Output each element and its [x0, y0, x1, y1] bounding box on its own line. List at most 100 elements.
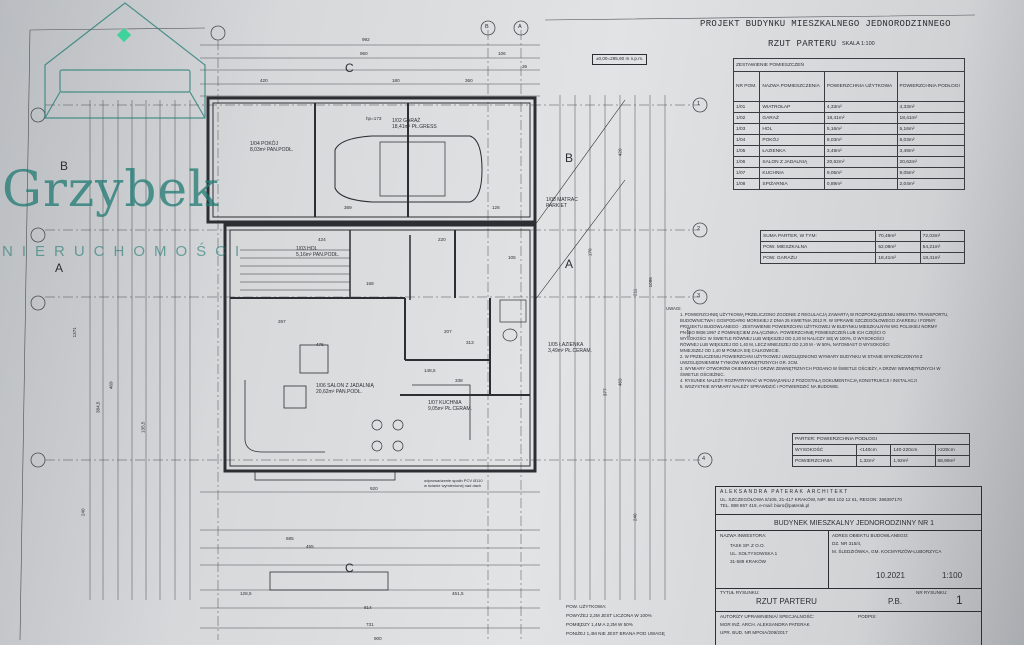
dim-right-170: 170 — [587, 248, 593, 257]
rooms-table-cell: 1/01 — [732, 101, 761, 113]
rooms-table-cell: 5,16m² — [896, 123, 966, 135]
rooms-table-cell: 8,03m² — [896, 134, 966, 146]
dim-top-420: 420 — [260, 78, 268, 83]
address-label: ADRES OBIEKTU BUDOWLANEGO: — [832, 533, 909, 538]
rooms-table-cell: SALON Z JADALNIĄ — [759, 156, 825, 168]
height-table-cell: 1,92m² — [890, 455, 936, 467]
section-marker-c-bottom: C — [345, 561, 354, 575]
dim-bottom-900: 900 — [374, 636, 382, 641]
office-address: UL. SZCZEGÓŁOWA 5/105, 31-417 KRAKÓW, NI… — [720, 497, 902, 502]
axis-label-row-1: 1 — [697, 101, 701, 107]
stair-note: hp=173 — [366, 116, 382, 121]
room-label-garaz: 1/02 GARAŻ 18,41m² PŁ.GRESS — [392, 118, 437, 130]
note-line: ŚWIETLE OŚCIEŻNIC. — [680, 372, 725, 377]
rooms-table-cell: 18,41m² — [896, 112, 966, 124]
rooms-table-cell: 1/08 — [732, 178, 761, 190]
dim-inner-148-5: 148,5 — [424, 368, 436, 373]
dim-left-240: 240 — [80, 508, 86, 517]
dim-top-180: 180 — [392, 78, 400, 83]
room-label-hol: 1/03 HOL 5,16m² PAN.PODŁ. — [296, 246, 340, 258]
dim-inner-267: 267 — [278, 319, 286, 324]
drawing-scale: 1:100 — [942, 571, 963, 580]
area-note-title: POW. UŻYTKOWA: — [566, 604, 607, 609]
sheet-label: NR RYSUNKU: — [916, 590, 948, 595]
axis-label-row-2: 2 — [697, 226, 701, 232]
dim-top-360: 360 — [465, 78, 473, 83]
dim-right-1096: 1096 — [647, 277, 653, 288]
note-line: 1. POWIERZCHNIĘ UŻYTKOWĄ PRZELICZONO ZGO… — [680, 312, 949, 317]
drawing-branch: P.B. — [888, 597, 903, 606]
rooms-table-cell: POKÓJ — [759, 134, 825, 146]
author-label: AUTOR/ZY UPRAWNIENIA/ SPECJALNOŚĆ: — [720, 614, 815, 619]
axis-label-col-b: B — [485, 24, 489, 30]
rooms-table-cell: 5,16m² — [823, 123, 898, 135]
building-title: BUDYNEK MIESZKALNY JEDNORODZINNY NR 1 — [774, 520, 934, 527]
height-table-cell: 68,99m² — [934, 455, 970, 467]
rooms-table-cell: SPIŻARNIA — [759, 178, 825, 190]
rooms-table-cell: 9,05m² — [896, 167, 966, 179]
sheet-number: 1 — [956, 593, 963, 607]
office-contact: TEL. 888 867 418, e-mail: biuro@paterak.… — [720, 503, 810, 508]
height-table-cell: >220cm — [934, 444, 970, 456]
room-label-pokoj: 1/04 POKÓJ 8,03m² PAN.PODŁ. — [250, 141, 294, 153]
dim-inner-369: 369 — [344, 205, 352, 210]
dim-left-469: 469 — [108, 381, 114, 390]
note-line: 2. W PRZELICZENIU POWIERZCHNI UŻYTKOWEJ … — [680, 354, 923, 359]
dim-inner-313: 313 — [466, 340, 474, 345]
dim-inner-168: 168 — [366, 281, 374, 286]
dim-bottom-455: 455 — [306, 544, 314, 549]
summary-table-cell: 18,41m² — [919, 252, 966, 264]
summary-table-cell: 52,08m² — [875, 241, 921, 253]
room-label-matrac: 1/08 MATRAC PARKIET — [546, 197, 578, 209]
summary-table-cell: POW. GARAŻU — [759, 252, 877, 264]
dim-top-106: 106 — [498, 51, 506, 56]
area-note-block: POW. UŻYTKOWA: POWYŻEJ 2,2M JEST LICZONA… — [566, 602, 665, 638]
author-name: MGR INŻ. ARCH. ALEKSANDRA PATERAK — [720, 622, 810, 627]
note-line: WYSOKOŚCI W ŚWIETLE RÓWNEJ LUB WIĘKSZEJ … — [680, 336, 885, 341]
dim-bottom-920: 920 — [370, 486, 378, 491]
rooms-table-cell: 8,03m² — [823, 134, 898, 146]
dim-left-384-5: 384,5 — [95, 401, 101, 414]
rooms-table-cell: WIATROŁAP — [759, 101, 825, 113]
note-line: BUDOWNICTWA I GOSPODARKI MORSKIEJ Z DNIA… — [680, 318, 936, 323]
height-table-cell: <140cm — [856, 444, 892, 456]
dim-inner-126: 126 — [492, 205, 500, 210]
note-line: UWZGLĘDNIENIEM TYNKÓW WEWNĘTRZNYCH GR. 2… — [680, 360, 799, 365]
rooms-table-cell: HOL — [759, 123, 825, 135]
area-note-line: PONIŻEJ 1,4M NIE JEST BRANA POD UWAGĘ — [566, 631, 665, 636]
summary-table-cell: 18,41m² — [875, 252, 921, 264]
dim-bottom-814: 814 — [364, 605, 372, 610]
rooms-table-cell: 1/03 — [732, 123, 761, 135]
rooms-table-cell: KUCHNIA — [759, 167, 825, 179]
section-marker-a-left: A — [55, 261, 64, 275]
rooms-table-cell: 1/05 — [732, 145, 761, 157]
investor-line: UL. SOŁTYSOWSKA 1 — [730, 551, 778, 556]
dim-top-overall: 992 — [362, 37, 370, 42]
rooms-table-cell: 18,41m² — [823, 112, 898, 124]
logo-wordmark: Grzybek — [2, 160, 220, 218]
rooms-table-cell: 1/06 — [732, 156, 761, 168]
dim-top-36: 36 — [522, 64, 528, 69]
summary-table-cell: POW. MIESZKALNA — [759, 241, 877, 253]
view-scale: SKALA 1:100 — [842, 41, 875, 47]
area-note-line: POMIĘDZY 1,4M A 2,2M W 50% — [566, 622, 633, 627]
rooms-table-cell: 9,05m² — [823, 167, 898, 179]
rooms-table-cell: 2,04m² — [896, 178, 966, 190]
rooms-table-cell: 1/07 — [732, 167, 761, 179]
rooms-table-cell: 20,62m² — [823, 156, 898, 168]
note-line: 5. WSZYSTKIE WYMIARY NALEŻY SPRAWDZIĆ I … — [680, 384, 840, 389]
summary-table-cell: SUMA PARTER, W TYM: — [759, 230, 877, 242]
height-table-title: PARTER: POWIERZCHNIA PODŁOGI — [792, 433, 970, 445]
title-block: ALEKSANDRA PATERAK ARCHITEKT UL. SZCZEGÓ… — [715, 486, 982, 645]
dim-inner-220: 220 — [438, 237, 446, 242]
